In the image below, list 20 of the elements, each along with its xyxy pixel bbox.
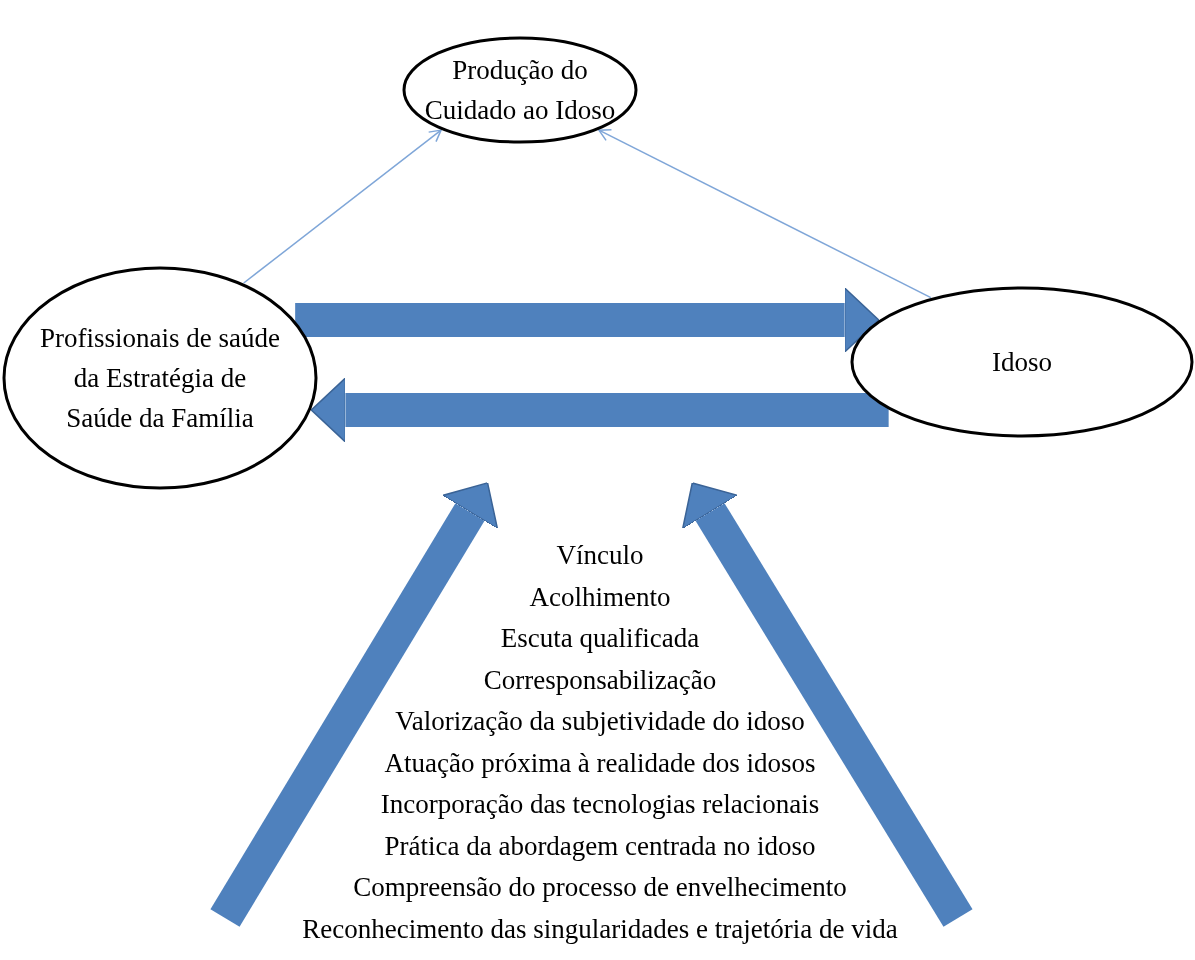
- node-label: Produção do Cuidado ao Idoso: [423, 54, 617, 127]
- ellipse-node: [2, 266, 318, 490]
- node-label: Idoso: [992, 346, 1052, 379]
- list-item: Incorporação das tecnologias relacionais: [380, 788, 820, 821]
- ellipse-node: [850, 286, 1194, 438]
- list-item: Escuta qualificada: [500, 622, 700, 655]
- block-arrow: [310, 377, 889, 443]
- ellipse-node: [402, 36, 638, 144]
- list-item: Valorização da subjetividade do idoso: [395, 705, 805, 738]
- arrow: [598, 129, 932, 299]
- list-item: Acolhimento: [529, 580, 671, 614]
- node-label: Profissionais de saúde da Estratégia de Saúde da Família: [40, 322, 280, 435]
- arrow: [243, 129, 442, 284]
- list-item: Corresponsabilização: [483, 663, 717, 697]
- list-item: Compreensão do processo de envelhecimento: [353, 871, 847, 904]
- list-item: Prática da abordagem centrada no idoso: [384, 829, 816, 863]
- list-item: Atuação próxima à realidade dos idosos: [384, 746, 816, 780]
- list-item: Vínculo: [556, 539, 644, 572]
- list-item: Reconhecimento das singularidades e trajetória de vida: [302, 912, 898, 946]
- block-arrow: [295, 287, 880, 353]
